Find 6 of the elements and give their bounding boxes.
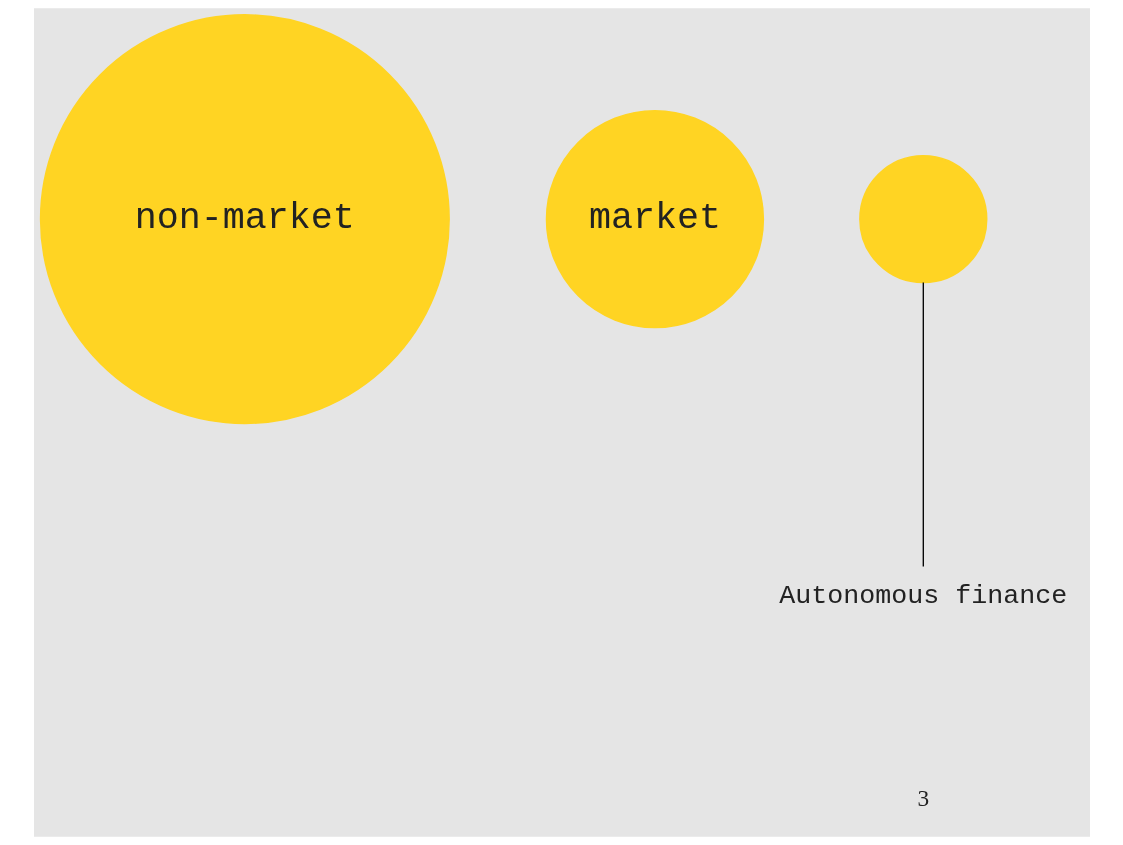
node-text: Autonomous finance — [778, 581, 1067, 612]
label: 3 — [916, 785, 929, 812]
node-circle: market — [545, 109, 764, 329]
connector — [922, 281, 924, 568]
node-circle: non-market — [39, 14, 450, 425]
node-circle — [858, 154, 987, 284]
